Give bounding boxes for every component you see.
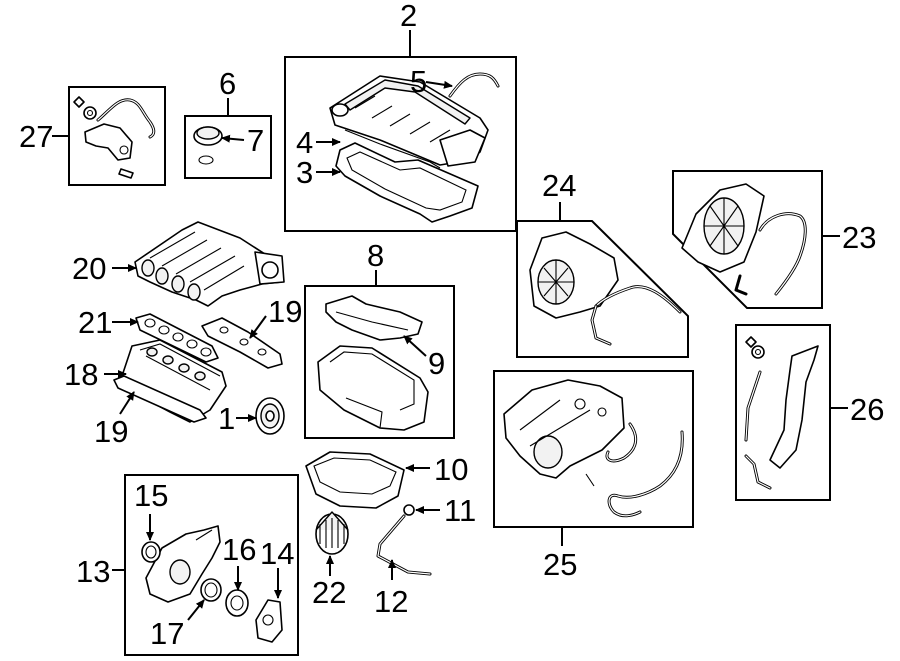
callout-18: 18 — [64, 357, 98, 392]
callout-labels: 2 5 4 3 6 7 27 20 21 19 18 19 1 8 9 10 1… — [19, 0, 884, 651]
part-15-seal — [141, 541, 161, 563]
callout-4: 4 — [296, 125, 313, 160]
group-box-26 — [735, 324, 831, 501]
callout-8: 8 — [367, 238, 384, 273]
part-22-oil-filter — [315, 511, 349, 555]
callout-26: 26 — [850, 392, 884, 427]
callout-7: 7 — [247, 123, 264, 158]
callout-27: 27 — [19, 119, 53, 154]
callout-6: 6 — [219, 66, 236, 101]
part-13-oil-pump-housing — [145, 525, 221, 603]
group-box-13 — [124, 474, 299, 656]
part-16-seal — [225, 589, 249, 617]
group-box-8 — [304, 285, 455, 439]
callout-20: 20 — [72, 251, 106, 286]
callout-12: 12 — [374, 584, 408, 619]
part-2-valve-cover-assembly — [329, 72, 500, 223]
callout-3: 3 — [296, 155, 313, 190]
callout-24: 24 — [542, 168, 576, 203]
part-21-intake-gasket — [135, 313, 219, 363]
group-box-24 — [516, 220, 689, 358]
callout-5: 5 — [410, 64, 427, 99]
part-18-lower-intake-manifold — [113, 339, 227, 423]
group-box-2 — [284, 56, 517, 232]
callout-19-upper: 19 — [268, 294, 302, 329]
callout-15: 15 — [134, 478, 168, 513]
part-7-oil-filler-cap — [193, 126, 223, 165]
part-26-rear-cover — [744, 336, 819, 490]
callout-10: 10 — [434, 452, 468, 487]
callout-17: 17 — [150, 616, 184, 651]
callout-13: 13 — [76, 554, 110, 589]
part-8-oil-pan — [317, 345, 429, 431]
group-box-23 — [672, 170, 823, 309]
part-10-lower-oil-pan — [305, 451, 405, 509]
part-9-baffle — [325, 295, 423, 341]
callout-23: 23 — [842, 220, 876, 255]
callout-25: 25 — [543, 547, 577, 582]
leader-lines — [52, 30, 848, 621]
callout-21: 21 — [78, 305, 112, 340]
callout-16: 16 — [222, 532, 256, 567]
part-23-timing-cover — [681, 183, 807, 296]
callout-22: 22 — [312, 575, 346, 610]
callout-11: 11 — [444, 493, 476, 528]
group-box-25 — [493, 370, 694, 528]
part-19-gasket-upper — [201, 317, 283, 369]
part-25-timing-case — [503, 379, 684, 518]
callout-14: 14 — [260, 536, 294, 571]
callout-1: 1 — [218, 401, 235, 436]
part-20-intake-manifold — [134, 221, 285, 307]
part-17-seal — [200, 578, 222, 602]
part-24-timing-cover-upper — [529, 231, 682, 346]
part-14-cover-plate — [255, 599, 283, 643]
callout-9: 9 — [428, 346, 445, 381]
part-12-dipstick-tube — [376, 504, 432, 576]
callout-19-lower: 19 — [94, 414, 128, 449]
callout-2: 2 — [400, 0, 417, 33]
part-27-breather-assembly — [73, 96, 156, 179]
part-1-pulley — [255, 397, 285, 435]
